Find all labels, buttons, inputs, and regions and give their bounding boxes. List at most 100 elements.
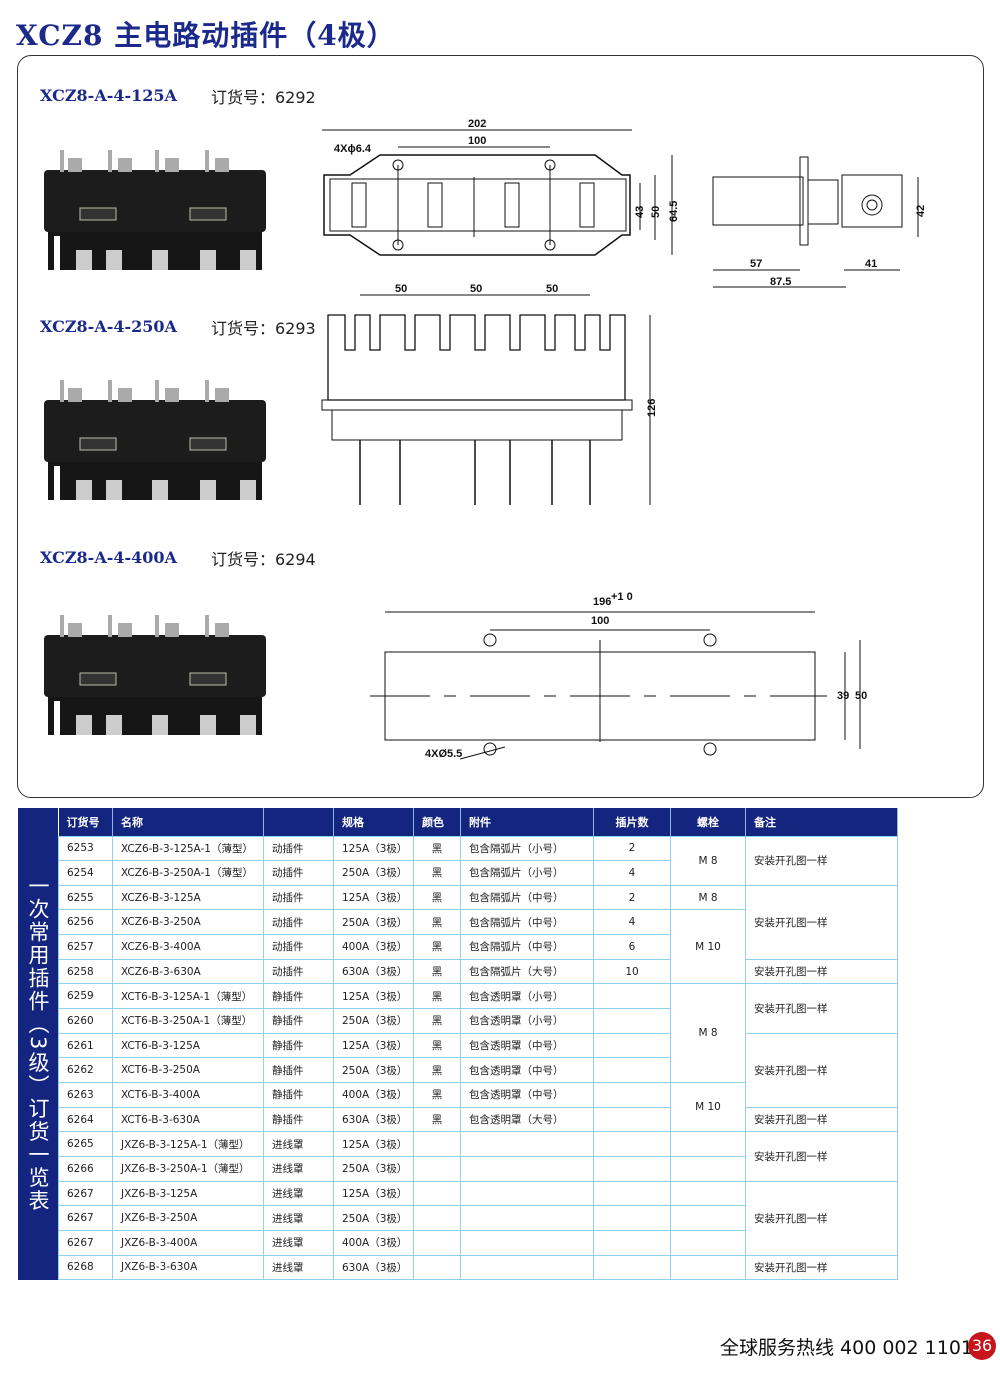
cell-accessory: 包含隔弧片（大号） (460, 958, 594, 985)
pitch-2: 50 (470, 283, 482, 295)
column-header: 备注 (745, 808, 898, 836)
cell-spec: 630A（3极） (333, 958, 414, 985)
dim-202: 202 (468, 118, 486, 130)
cell-model: XCT6-B-3-630A (112, 1106, 264, 1133)
cell-accessory: 包含透明罩（中号） (460, 1057, 594, 1084)
cell-spec: 250A（3极） (333, 909, 414, 936)
cell-order-no: 6255 (58, 884, 113, 911)
dim-87-5: 87.5 (770, 276, 791, 288)
cell-type: 动插件 (263, 860, 334, 886)
cell-blade-count (593, 1008, 671, 1034)
cell-remark: 安装开孔图一样 (745, 1131, 898, 1182)
cell-model: XCZ6-B-3-400A (112, 934, 264, 960)
cell-type: 动插件 (263, 934, 334, 960)
cell-spec: 250A（3极） (333, 1205, 414, 1231)
page-title: XCZ8 主电路动插件（4极） (16, 19, 396, 52)
cell-remark: 安装开孔图一样 (745, 1032, 898, 1108)
cell-bolt: M 10 (670, 1082, 746, 1133)
cell-remark: 安装开孔图一样 (745, 884, 898, 960)
product-photo (43, 379, 267, 501)
cell-order-no: 6253 (58, 835, 113, 862)
model-name: XCZ8-A-4-400A (40, 548, 177, 567)
page-number: 36 (968, 1332, 996, 1360)
column-header: 订货号 (58, 808, 113, 836)
order-number: 订货号：6294 (211, 550, 316, 569)
dim-100: 100 (468, 135, 486, 147)
cell-order-no: 6254 (58, 860, 113, 886)
cell-spec: 400A（3极） (333, 1082, 414, 1108)
cell-color (413, 1205, 461, 1231)
cell-color: 黑 (413, 934, 461, 960)
cell-order-no: 6264 (58, 1106, 113, 1133)
cell-blade-count (593, 1131, 671, 1158)
dim-41: 41 (865, 258, 877, 270)
cell-accessory: 包含隔弧片（小号） (460, 835, 594, 862)
cell-spec: 630A（3极） (333, 1254, 414, 1281)
cell-type: 动插件 (263, 958, 334, 985)
cell-order-no: 6266 (58, 1156, 113, 1182)
cell-blade-count (593, 1205, 671, 1231)
top-view-drawing: 202 100 4Xϕ6.4 43 50 64.5 57 41 87.5 42 (322, 118, 927, 288)
cell-bolt: M 8 (670, 835, 746, 886)
cell-remark: 安装开孔图一样 (745, 1254, 898, 1281)
cell-accessory: 包含透明罩（中号） (460, 1032, 594, 1059)
cell-model: XCZ6-B-3-125A (112, 884, 264, 911)
cell-model: JXZ6-B-3-630A (112, 1254, 264, 1281)
column-header: 颜色 (413, 808, 461, 836)
dim-42: 42 (915, 205, 927, 217)
cell-blade-count (593, 1230, 671, 1256)
cell-accessory (460, 1254, 594, 1281)
cell-model: JXZ6-B-3-125A-1（薄型） (112, 1131, 264, 1158)
pitch-3: 50 (546, 283, 558, 295)
column-header: 名称 (112, 808, 264, 836)
dim-43: 43 (634, 206, 646, 218)
cell-bolt (670, 1180, 746, 1207)
cell-bolt (670, 1156, 746, 1182)
dim-196: 196 (593, 596, 611, 608)
model-name: XCZ8-A-4-250A (40, 317, 177, 336)
cell-model: XCT6-B-3-400A (112, 1082, 264, 1108)
cell-order-no: 6257 (58, 934, 113, 960)
dim-holes: 4XØ5.5 (425, 748, 462, 760)
cell-type: 动插件 (263, 835, 334, 862)
cell-spec: 125A（3极） (333, 1131, 414, 1158)
cell-type: 静插件 (263, 1057, 334, 1084)
cell-color: 黑 (413, 884, 461, 911)
pitch-1: 50 (395, 283, 407, 295)
cell-type: 动插件 (263, 884, 334, 911)
cell-blade-count (593, 1057, 671, 1084)
order-number: 订货号：6293 (211, 319, 316, 338)
dim-64-5: 64.5 (668, 201, 680, 222)
cell-type: 进线罩 (263, 1230, 334, 1256)
cell-blade-count (593, 1156, 671, 1182)
cell-color: 黑 (413, 1008, 461, 1034)
column-header (263, 808, 334, 836)
cell-order-no: 6262 (58, 1057, 113, 1084)
cell-order-no: 6261 (58, 1032, 113, 1059)
cell-color: 黑 (413, 958, 461, 985)
cell-bolt: M 10 (670, 909, 746, 985)
cell-order-no: 6268 (58, 1254, 113, 1281)
cell-model: XCZ6-B-3-250A-1（薄型） (112, 860, 264, 886)
cell-bolt (670, 1205, 746, 1231)
cell-color: 黑 (413, 983, 461, 1010)
dim-100: 100 (591, 615, 609, 627)
cell-order-no: 6259 (58, 983, 113, 1010)
cell-accessory (460, 1230, 594, 1256)
cell-color (413, 1230, 461, 1256)
cell-remark: 安装开孔图一样 (745, 958, 898, 985)
cell-remark: 安装开孔图一样 (745, 1106, 898, 1133)
cell-color (413, 1156, 461, 1182)
cell-blade-count: 10 (593, 958, 671, 985)
cell-spec: 250A（3极） (333, 1008, 414, 1034)
cell-color: 黑 (413, 1032, 461, 1059)
cell-bolt: M 8 (670, 884, 746, 911)
cell-spec: 630A（3极） (333, 1106, 414, 1133)
dim-tolerance: +1 0 (611, 592, 633, 603)
order-number: 订货号：6292 (211, 88, 316, 107)
